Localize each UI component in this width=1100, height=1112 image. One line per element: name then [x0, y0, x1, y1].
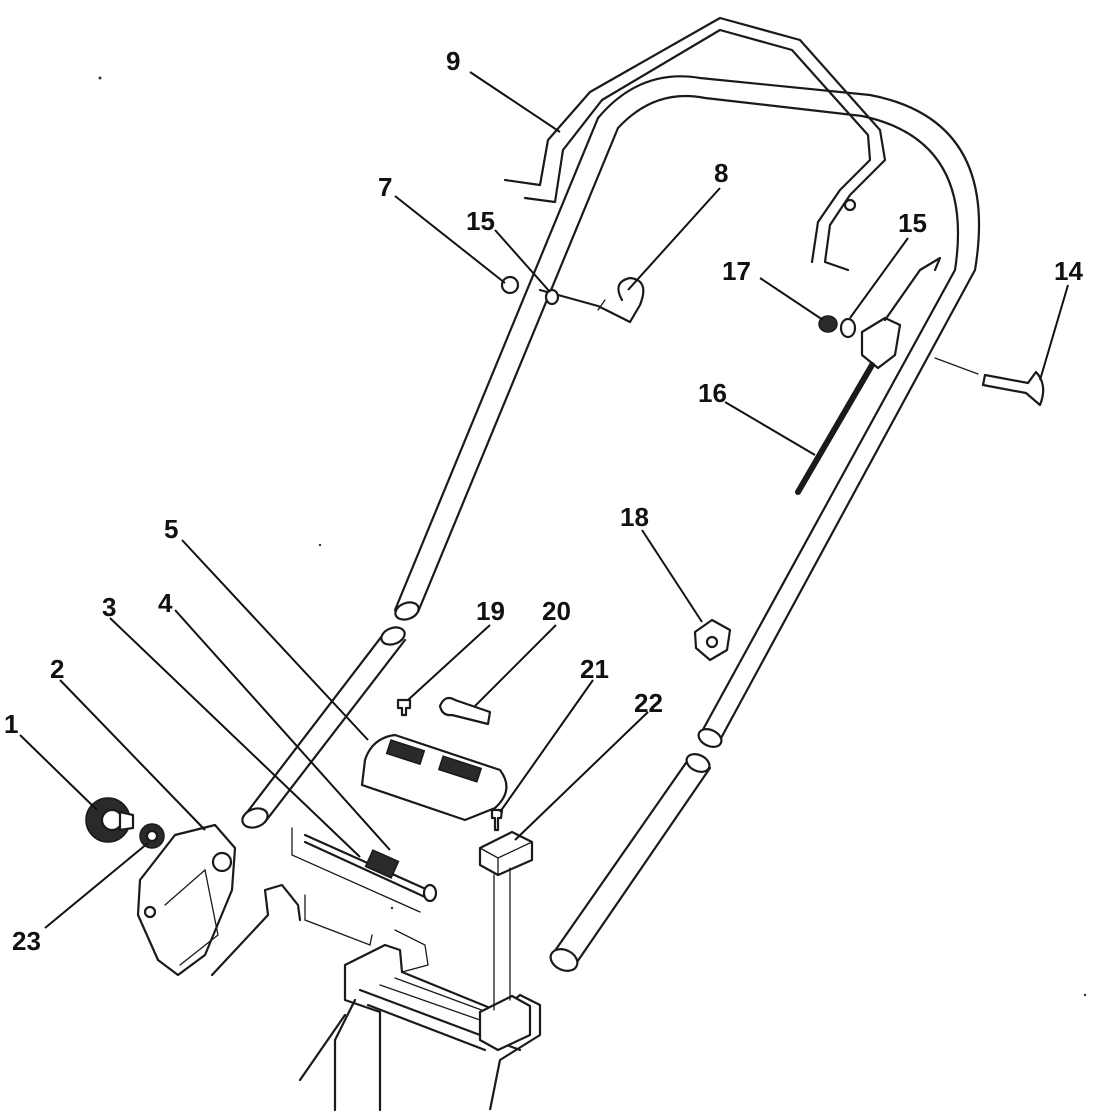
mower-deck	[210, 867, 542, 1112]
callout-19: 19	[476, 596, 505, 626]
spacer-23	[139, 823, 165, 849]
callout-17: 17	[722, 256, 751, 286]
callout-4: 4	[158, 588, 173, 618]
knob-1	[85, 797, 135, 843]
screw-19	[396, 698, 412, 717]
callout-labels: 1 2 3 4 5 7 8 9 14 15 15 16 17 18 19 20 …	[4, 46, 1083, 956]
callout-23: 23	[12, 926, 41, 956]
adjuster-rod-16	[795, 362, 875, 495]
block-22	[478, 830, 534, 877]
bail-lever	[503, 16, 887, 272]
screw-21	[490, 808, 504, 832]
callout-16: 16	[698, 378, 727, 408]
bolt-14	[934, 357, 1045, 407]
cable-guide	[538, 276, 645, 324]
callout-18: 18	[620, 502, 649, 532]
callout-15-right: 15	[898, 208, 927, 238]
leader-lines	[19, 71, 1069, 929]
cover-plate-5	[360, 733, 508, 822]
cable-clamp	[860, 256, 942, 370]
nut-7	[500, 275, 520, 295]
callout-20: 20	[542, 596, 571, 626]
callout-14: 14	[1054, 256, 1083, 286]
lower-handle	[241, 626, 712, 972]
callout-9: 9	[446, 46, 460, 76]
washer-15-right	[839, 317, 857, 339]
callout-8: 8	[714, 158, 728, 188]
upper-handle	[393, 75, 981, 748]
callout-5: 5	[164, 514, 178, 544]
knob-17	[818, 315, 838, 333]
bracket-2	[136, 823, 237, 977]
callout-1: 1	[4, 709, 18, 739]
callout-7: 7	[378, 172, 392, 202]
callout-21: 21	[580, 654, 609, 684]
bolt-spring-3-4	[291, 827, 438, 913]
washer-15-left	[544, 288, 560, 306]
fitting-18	[693, 618, 732, 662]
callout-3: 3	[102, 592, 116, 622]
callout-15-left: 15	[466, 206, 495, 236]
bolt-20	[438, 696, 492, 726]
callout-22: 22	[634, 688, 663, 718]
callout-2: 2	[50, 654, 64, 684]
